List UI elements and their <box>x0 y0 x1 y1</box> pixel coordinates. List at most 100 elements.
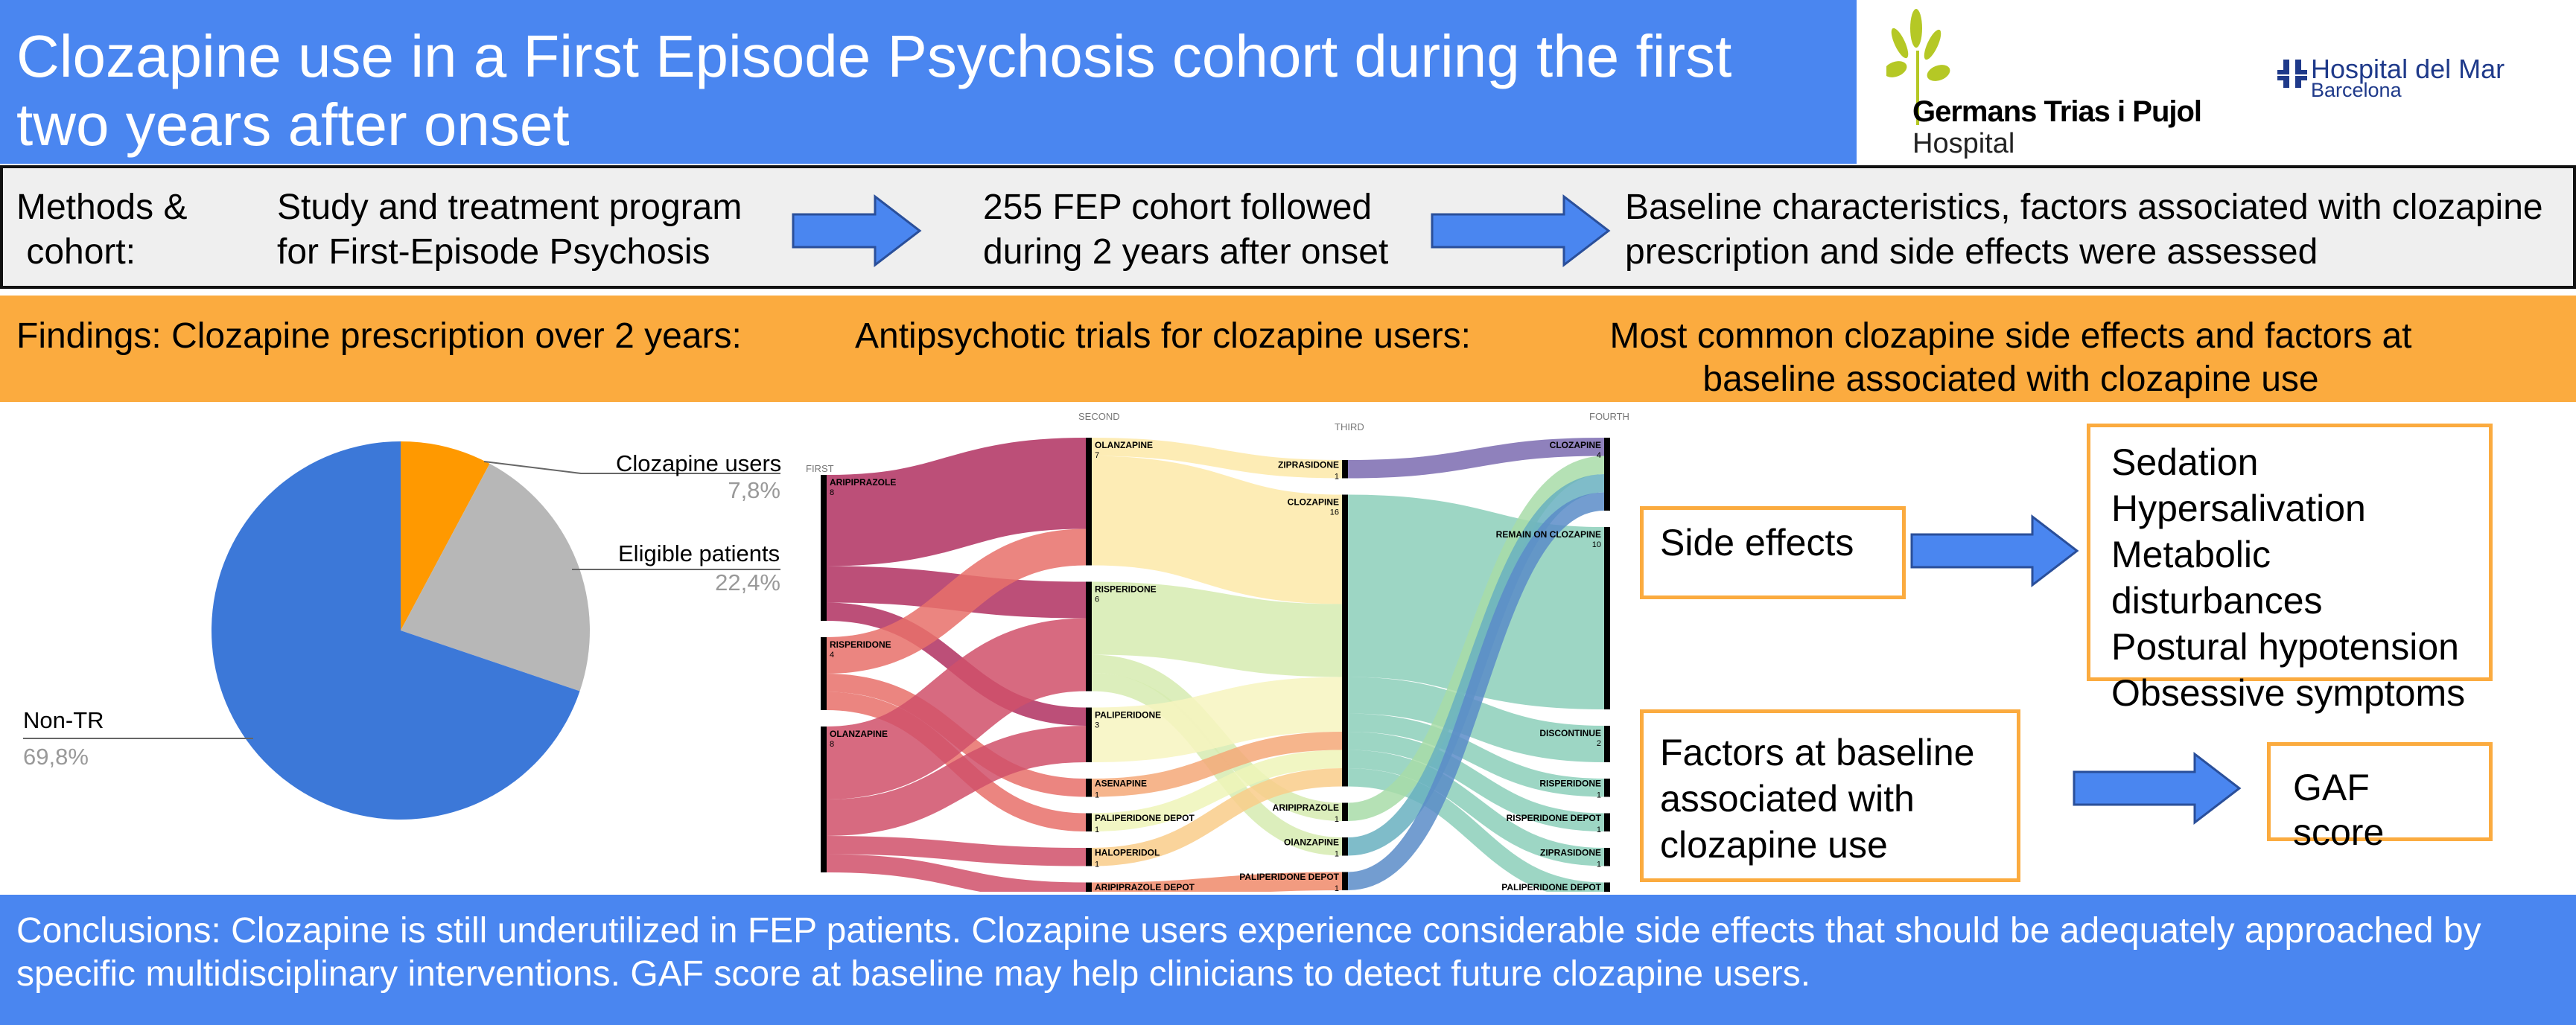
side-effects-label: Side effects <box>1660 522 1854 563</box>
findings-pie-heading: Findings: Clozapine prescription over 2 … <box>16 316 742 356</box>
sankey-link <box>1347 750 1605 866</box>
sankey-node <box>821 475 827 621</box>
sankey-node-value: 16 <box>1330 508 1339 517</box>
conclusions-band: Conclusions: Clozapine is still underuti… <box>0 895 2576 1025</box>
side-effects-box: Side effects <box>1640 506 1906 599</box>
sankey-node-value: 1 <box>1335 472 1339 481</box>
sankey-node <box>1086 707 1092 762</box>
sankey-link <box>1347 713 1605 797</box>
sankey-link <box>826 854 1087 892</box>
sankey-node-value: 1 <box>1335 815 1339 824</box>
sankey-link <box>1091 732 1343 797</box>
methods-step-1: Study and treatment program for First-Ep… <box>277 188 742 272</box>
factors-box: Factors at baseline associated with cloz… <box>1640 709 2020 882</box>
sankey-node-value: 1 <box>1335 849 1339 858</box>
hospital-del-mar-cross-logo <box>2277 60 2307 88</box>
column-header: FOURTH <box>1589 411 1629 422</box>
sankey-node-label: ARIPIPRAZOLE <box>1273 802 1339 813</box>
sankey-node-label: ZIPRASIDONE <box>1278 459 1339 470</box>
hospital-del-mar-city: Barcelona <box>2311 79 2402 101</box>
sankey-node-value: 2 <box>1597 739 1601 748</box>
sankey-link <box>1091 677 1343 762</box>
sankey-node-value: 8 <box>830 488 834 497</box>
sankey-link <box>1091 872 1343 892</box>
sankey-node-label: CLOZAPINE <box>1288 497 1339 508</box>
pie-value-non-tr: 69,8% <box>23 744 89 770</box>
sankey-node <box>1604 813 1610 831</box>
findings-band <box>0 296 2576 402</box>
sankey-node <box>1086 438 1092 566</box>
germans-trias-sub: Hospital <box>1912 128 2015 159</box>
sankey-node-label: DISCONTINUE <box>1539 728 1601 738</box>
gaf-score-box: GAF score <box>2267 742 2493 853</box>
sankey-node-label: PALIPERIDONE <box>1095 710 1161 721</box>
sankey-link <box>1091 456 1343 604</box>
sankey-node <box>1604 848 1610 866</box>
sankey-node-value: 8 <box>830 740 834 749</box>
clozapine-pie-chart <box>23 441 780 820</box>
sankey-link <box>1347 677 1605 762</box>
sankey-node-label: ARIPIPRAZOLE <box>830 477 896 488</box>
pie-label-clozapine-users: Clozapine users <box>616 450 782 476</box>
sankey-node-label: ARIPIPRAZOLE DEPOT <box>1095 882 1195 892</box>
methods-step-3: Baseline characteristics, factors associ… <box>1625 188 2543 272</box>
sankey-node-value: 1 <box>1597 860 1601 869</box>
title-band <box>0 0 1857 164</box>
sankey-link <box>826 836 1087 866</box>
sankey-node <box>1086 882 1092 892</box>
sankey-node-label: RISPERIDONE <box>830 639 891 650</box>
sankey-node-value: 10 <box>1592 540 1601 549</box>
sankey-link <box>1091 750 1343 831</box>
sankey-node <box>1342 872 1348 890</box>
column-header: THIRD <box>1335 421 1364 432</box>
sankey-node-value: 6 <box>1095 595 1099 604</box>
sankey-node-label: ZIPRASIDONE <box>1540 847 1601 858</box>
sankey-node <box>1604 779 1610 797</box>
sankey-node-value: 1 <box>1095 826 1099 834</box>
sankey-node <box>1604 882 1610 892</box>
sankey-node <box>1604 726 1610 762</box>
sankey-node-label: RISPERIDONE <box>1095 584 1157 595</box>
sankey-node-label: PALIPERIDONE DEPOT <box>1095 813 1195 823</box>
pie-slice-non-tr <box>212 441 580 820</box>
column-header: SECOND <box>1078 411 1120 422</box>
sankey-node-label: ASENAPINE <box>1095 778 1147 788</box>
sankey-node <box>1604 527 1610 709</box>
factors-label: Factors at baseline associated with cloz… <box>1660 732 1975 866</box>
sankey-node-value: 1 <box>1597 791 1601 799</box>
sankey-node-label: CLOZAPINE <box>1550 440 1601 450</box>
logo-area: Germans Trias i Pujol Hospital Hospital … <box>1857 0 2576 164</box>
arrow-right-icon <box>1431 194 1611 268</box>
sankey-node <box>1342 837 1348 856</box>
sankey-node <box>821 637 827 710</box>
sankey-node-value: 4 <box>1597 451 1601 460</box>
sankey-node <box>1342 460 1348 479</box>
side-effect-item: Hypersalivation <box>2111 488 2366 529</box>
sankey-node-value: 4 <box>830 651 834 660</box>
sankey-node-label: RISPERIDONE <box>1539 778 1601 788</box>
pie-label-non-tr: Non-TR <box>23 707 104 733</box>
sankey-link <box>825 618 1087 799</box>
sankey-node-value: 1 <box>1597 826 1601 834</box>
sankey-node-value: 1 <box>1335 884 1339 892</box>
sankey-link <box>1347 438 1605 479</box>
sankey-node <box>1086 581 1092 692</box>
sankey-link <box>1091 768 1343 866</box>
sankey-node <box>1342 494 1348 787</box>
sankey-link <box>1347 732 1605 831</box>
sankey-node <box>1086 779 1092 797</box>
arrow-right-icon <box>2073 751 2242 826</box>
sankey-link <box>1347 492 1605 890</box>
sankey-node-label: OlANZAPINE <box>1284 837 1339 847</box>
arrow-right-icon <box>1910 514 2079 588</box>
sankey-node-label: REMAIN ON CLOZAPINE <box>1496 529 1601 540</box>
side-effect-item: Obsessive symptoms <box>2111 672 2466 714</box>
side-effects-list-box: Sedation Hypersalivation Metabolic distu… <box>2087 424 2493 714</box>
findings-side-effects-heading: Most common clozapine side effects and f… <box>1609 316 2412 399</box>
sankey-node <box>1086 848 1092 866</box>
methods-label: Methods & cohort: <box>16 188 188 272</box>
pie-slice-eligible-patients <box>401 463 591 692</box>
sankey-node-label: OLANZAPINE <box>1095 440 1153 450</box>
sankey-node-value: 7 <box>1095 451 1099 460</box>
sankey-node-label: PALIPERIDONE DEPOT <box>1239 872 1339 882</box>
